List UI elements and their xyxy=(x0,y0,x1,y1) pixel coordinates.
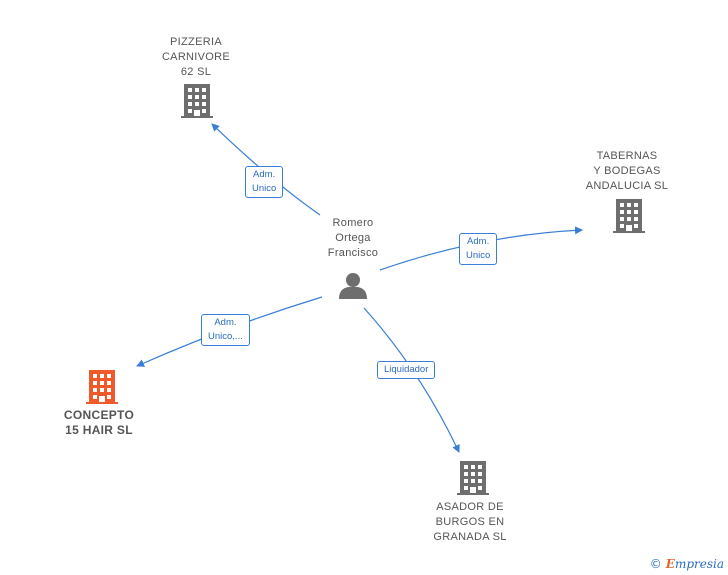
building-icon[interactable] xyxy=(613,199,645,233)
company-label-asador[interactable]: ASADOR DE BURGOS EN GRANADA SL xyxy=(433,501,507,543)
building-icon[interactable] xyxy=(457,461,489,495)
building-icon[interactable] xyxy=(86,370,118,404)
edge-label-concepto: Adm. Unico,... xyxy=(201,314,250,346)
edge-label-asador: Liquidador xyxy=(377,361,436,379)
company-label-tabernas[interactable]: TABERNAS Y BODEGAS ANDALUCIA SL xyxy=(585,150,669,192)
edge-line-asador xyxy=(363,307,460,453)
edge-label-pizzeria: Adm. Unico xyxy=(245,166,284,198)
brand-footer[interactable]: ©Empresia xyxy=(650,557,724,571)
company-label-pizzeria[interactable]: PIZZERIA CARNIVORE 62 SL xyxy=(161,36,231,78)
copyright-icon: © xyxy=(649,557,662,571)
building-icon[interactable] xyxy=(181,84,213,118)
brand-logo-letter: E xyxy=(665,557,675,571)
edge-label-tabernas: Adm. Unico xyxy=(459,233,498,265)
company-label-concepto[interactable]: CONCEPTO 15 HAIR SL xyxy=(63,408,135,437)
brand-logo-text: mpresia xyxy=(674,557,724,571)
center-person-label[interactable]: Romero Ortega Francisco xyxy=(327,217,379,259)
person-icon[interactable] xyxy=(339,273,367,299)
